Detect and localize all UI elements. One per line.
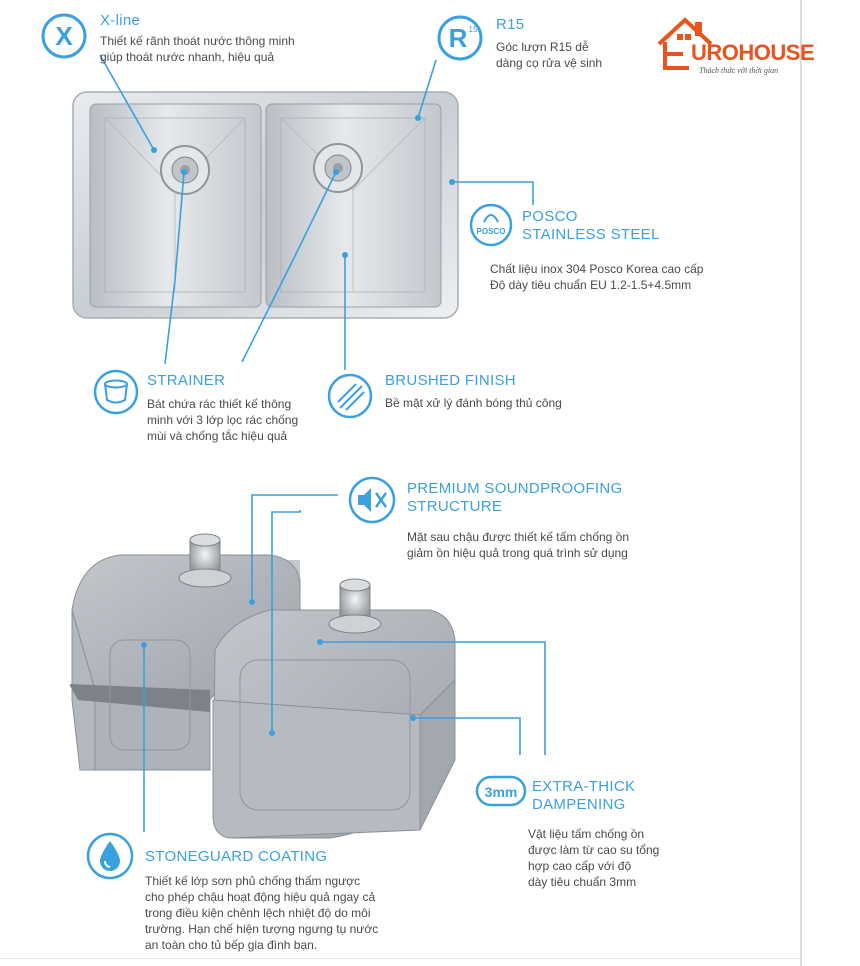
left-bowl [89, 103, 262, 308]
x-line-title: X-line [100, 12, 141, 29]
svg-text:3mm: 3mm [485, 784, 518, 800]
logo-slogan: Thách thức với thời gian [699, 66, 779, 75]
stoneguard-title: STONEGUARD COATING [145, 848, 328, 865]
house-logo-icon [657, 17, 713, 70]
svg-text:X: X [55, 21, 73, 51]
right-bowl [265, 103, 442, 308]
right-box-front [212, 699, 421, 839]
r15-icon: R 15 [437, 15, 483, 61]
soundproofing-title: PREMIUM SOUNDPROOFING STRUCTURE [407, 480, 623, 515]
extra-thick-title: EXTRA-THICK DAMPENING [532, 778, 636, 813]
soundproofing-description: Mặt sau chậu được thiết kế tấm chống ồn … [407, 530, 630, 560]
svg-text:POSCO: POSCO [477, 227, 506, 236]
logo-wordmark: UROHOUSE [691, 40, 815, 65]
posco-icon: POSCO [469, 203, 513, 247]
eurohouse-logo: UROHOUSE Thách thức với thời gian [655, 14, 815, 80]
page-right-border [800, 0, 802, 966]
r15-title: R15 [496, 16, 525, 33]
posco-description: Chất liệu inox 304 Posco Korea cao cấp Đ… [490, 262, 704, 292]
stoneguard-description: Thiết kế lớp sơn phủ chống thấm ngược ch… [145, 874, 379, 952]
extra-thick-description: Vật liệu tấm chống ồn được làm từ cao su… [528, 827, 660, 889]
brushed-finish-icon [327, 373, 373, 419]
sink-underside-illustration [70, 533, 456, 839]
svg-text:15: 15 [469, 25, 478, 34]
soundproofing-icon [348, 476, 396, 524]
x-line-description: Thiết kế rãnh thoát nước thông minh giúp… [100, 34, 295, 64]
brushed-finish-description: Bề mặt xử lý đánh bóng thủ công [385, 396, 562, 410]
brushed-finish-title: BRUSHED FINISH [385, 372, 516, 389]
svg-text:R: R [449, 23, 468, 53]
water-drop-icon [86, 832, 134, 880]
strainer-icon [93, 369, 139, 415]
r15-description: Góc lượn R15 dễ dàng cọ rửa vệ sinh [496, 40, 603, 70]
strainer-description: Bát chứa rác thiết kế thông minh với 3 l… [147, 397, 299, 443]
strainer-title: STRAINER [147, 372, 226, 389]
x-line-icon: X [41, 13, 87, 59]
posco-title: POSCO STAINLESS STEEL [522, 208, 660, 243]
page-bottom-border [0, 958, 800, 959]
extra-thick-3mm-icon: 3mm [475, 775, 527, 807]
